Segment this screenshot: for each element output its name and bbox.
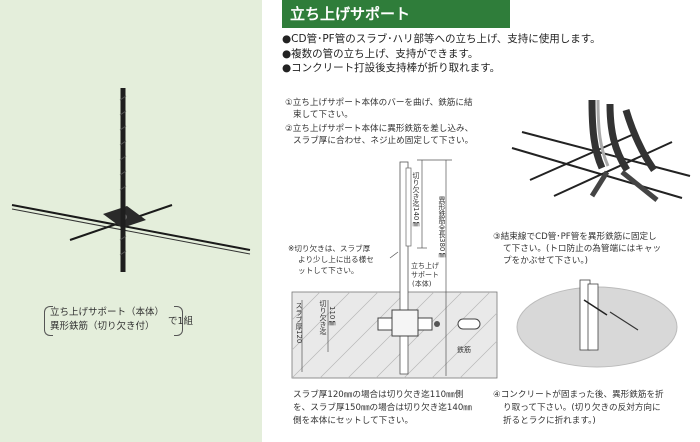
label-support-1: 立ち上げ (411, 262, 439, 270)
support-bar-front (11, 204, 251, 251)
label-rebar: 鉄筋 (457, 346, 471, 354)
feature-item: ●複数の管の立ち上げ、支持ができます。 (282, 47, 479, 60)
label-support-2: サポート (411, 271, 439, 279)
slab-note-1: スラブ厚120㎜の場合は切り欠き迄110㎜側 (293, 390, 464, 400)
step-4-line-2: り取って下さい。(切り欠きの反対方向に (503, 403, 661, 413)
step-2-line-2: スラブ厚に合わせ、ネジ止め固定して下さい。 (293, 136, 474, 146)
cut-note-2: より少し上に出る様セ (298, 255, 374, 264)
caption-line-rebar: 異形鉄筋（切り欠き付） (50, 321, 155, 332)
slab-note-3: 側を本体にセットして下さい。 (293, 416, 414, 426)
product-illustration (11, 88, 251, 272)
caption-bracket-right (174, 306, 183, 336)
step-2-line-1: ②立ち上げサポート本体に異形鉄筋を差し込み、 (285, 124, 474, 134)
label-support-3: (本体) (412, 280, 432, 288)
step-3-line-2: て下さい。(トロ防止の為管端にはキャッ (503, 244, 662, 254)
support-bar-front-b (11, 208, 251, 255)
feature-item: ●CD管･PF管のスラブ･ハリ部等への立ち上げ、支持に使用します。 (282, 33, 601, 45)
step-3-line-1: ③結束線でCD管･PF管を異形鉄筋に固定し (493, 232, 657, 242)
product-caption: 立ち上げサポート（本体） 異形鉄筋（切り欠き付） (44, 306, 183, 336)
step-3-line-3: プをかぶせて下さい。) (503, 256, 588, 266)
slab-section (291, 159, 498, 379)
step-1-line-2: 束して下さい。 (293, 110, 353, 120)
installation-diagrams (291, 99, 691, 379)
label-slab-thickness: スラブ厚120 (295, 302, 303, 344)
caption-bracket-left (44, 306, 53, 336)
rebar-ribs (119, 95, 127, 256)
cut-note-1: ※切り欠きは、スラブ厚 (288, 244, 371, 253)
label-cut-110-a: 切り欠き迄 (319, 300, 327, 335)
label-cut-140: 切り欠き迄140㎜ (412, 172, 420, 228)
rebar-grid-diagram (511, 99, 691, 202)
step-4-line-1: ④コンクリートが固まった後、異形鉄筋を折 (493, 390, 664, 400)
page-title: 立ち上げサポート (282, 0, 510, 28)
label-total-380: 異形鉄筋全長380㎜ (438, 196, 446, 259)
step-4-line-3: 折るとラクに折れます。) (503, 416, 596, 426)
concrete-surface-diagram (516, 279, 678, 368)
caption-line-support: 立ち上げサポート（本体） (50, 307, 165, 318)
feature-item: ●コンクリート打設後支持棒が折り取れます。 (282, 62, 501, 74)
step-1-line-1: ①立ち上げサポート本体のバーを曲げ、鉄筋に結 (285, 98, 473, 108)
feature-list: ●CD管･PF管のスラブ･ハリ部等への立ち上げ、支持に使用します。 ●複数の管の… (282, 32, 601, 76)
cut-note-3: ットして下さい。 (298, 266, 359, 275)
slab-note-2: を、スラブ厚150㎜の場合は切り欠き迄140㎜ (293, 403, 472, 413)
caption-set-count: で1組 (168, 316, 194, 327)
label-cut-110-b: 110㎜ (328, 306, 336, 327)
